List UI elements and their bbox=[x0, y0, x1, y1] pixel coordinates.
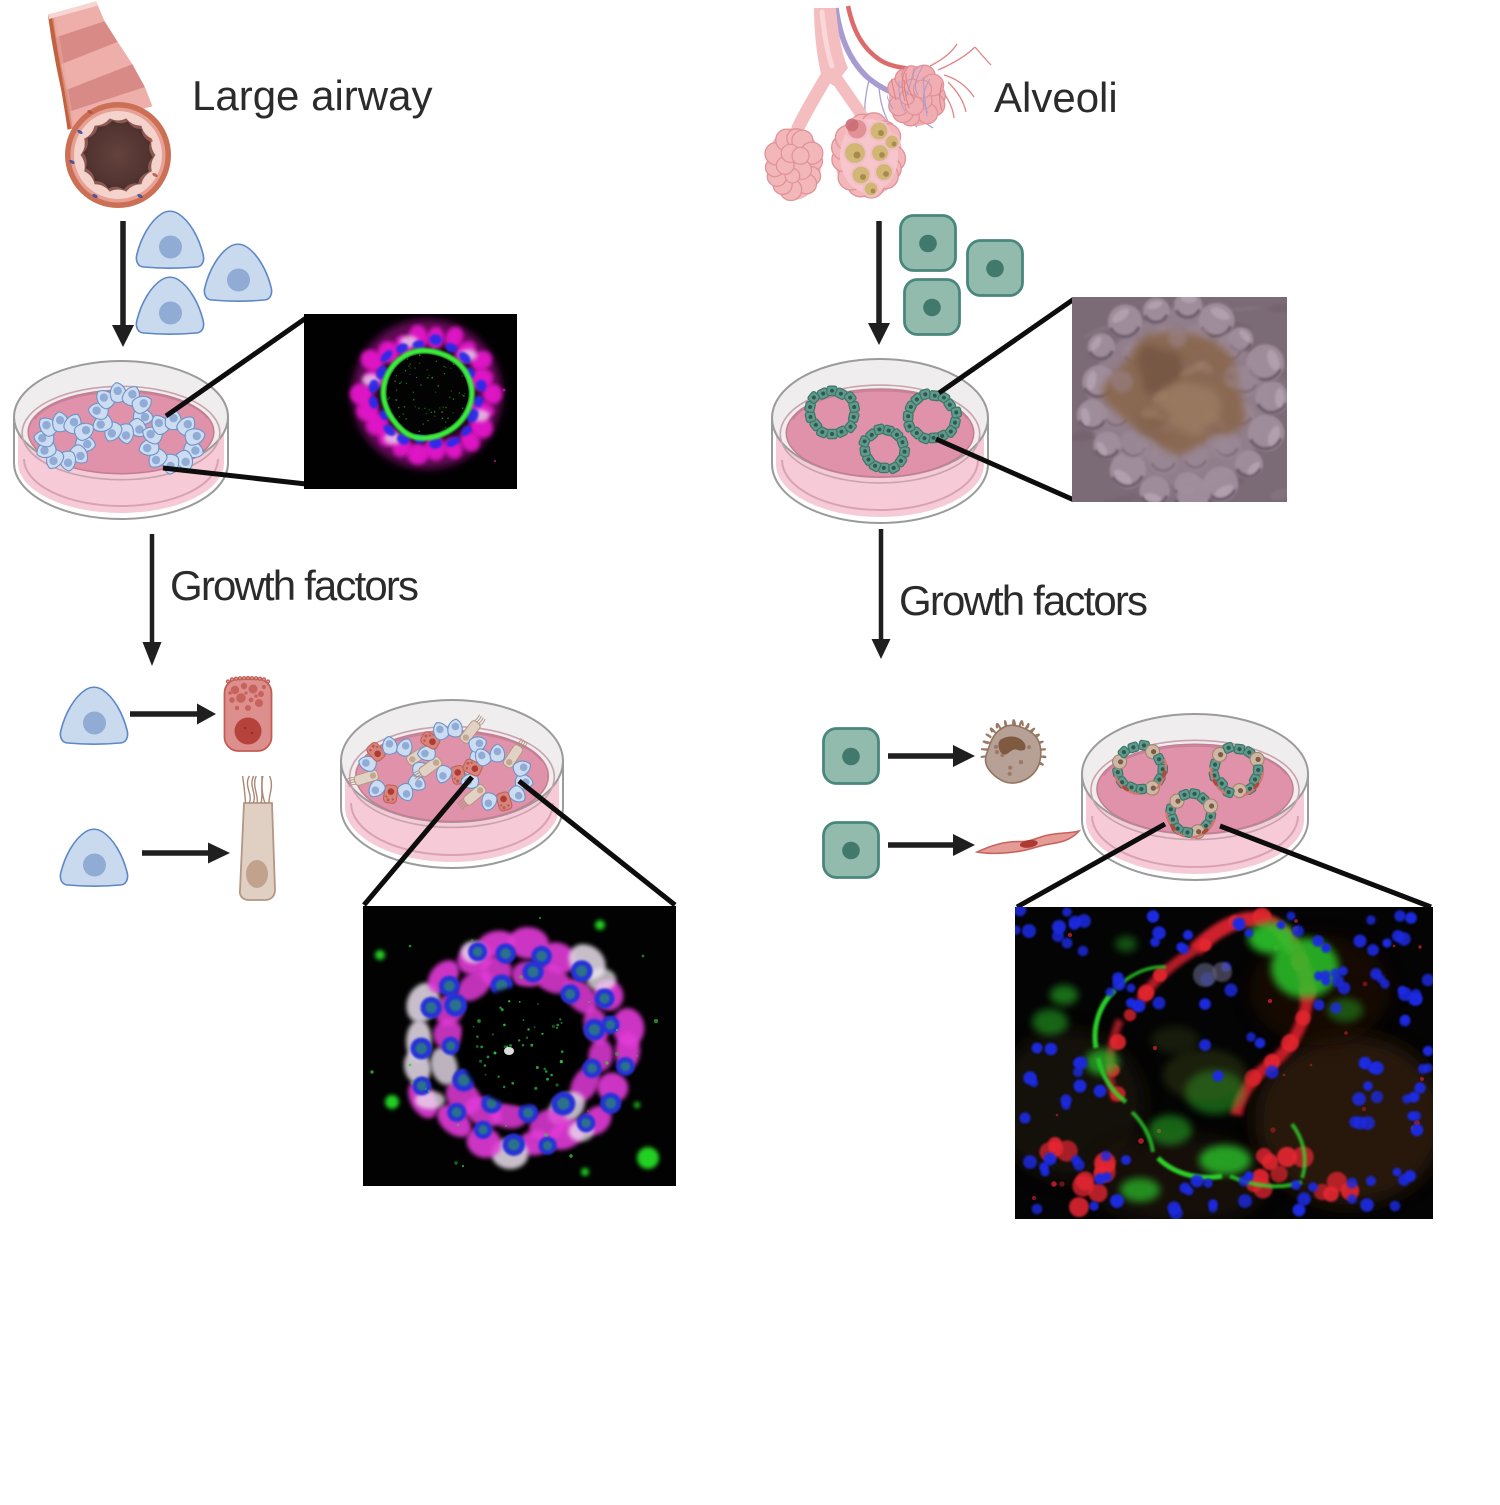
svg-text:Large airway: Large airway bbox=[192, 72, 432, 119]
svg-text:Growth factors: Growth factors bbox=[899, 577, 1147, 624]
svg-text:Alveoli: Alveoli bbox=[994, 74, 1118, 121]
svg-text:Growth factors: Growth factors bbox=[170, 562, 418, 609]
